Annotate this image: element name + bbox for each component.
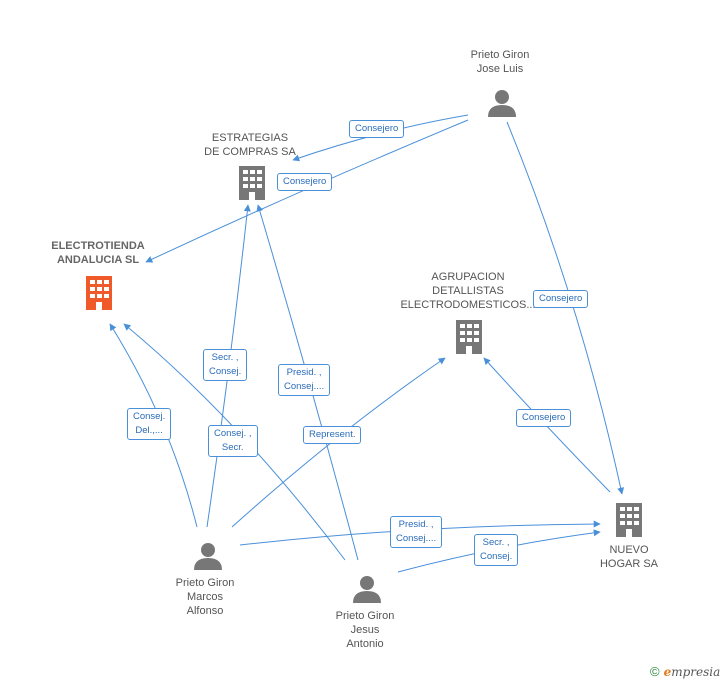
edge-label-line: Consejero (522, 412, 566, 423)
person-icon-jesus[interactable] (353, 576, 381, 603)
node-label-estrategias[interactable]: ESTRATEGIAS DE COMPRAS SA (195, 131, 305, 159)
edge-label-line: Secr. (221, 442, 244, 453)
edge-label-line: Consejero (283, 176, 327, 187)
node-label-line: ESTRATEGIAS (211, 132, 289, 144)
node-label-jesus[interactable]: Prieto Giron Jesus Antonio (315, 609, 415, 651)
edge-label-line: Consejero (355, 123, 399, 134)
node-label-line: ANDALUCIA SL (56, 254, 140, 266)
edge-label-line: Consej.... (396, 533, 437, 544)
edge-label-line: Consej. , (214, 428, 252, 439)
edge-label-jesus-nuevo[interactable]: Secr. , Consej. (474, 534, 519, 566)
node-label-line: Marcos (186, 591, 224, 603)
edges (109, 114, 625, 573)
node-label-line: Jose Luis (476, 63, 524, 75)
logo-rest: mpresia (671, 665, 721, 679)
node-label-line: DETALLISTAS (432, 285, 504, 297)
node-label-line: AGRUPACION (431, 271, 505, 283)
edge-label-jl-estrategias[interactable]: Consejero (349, 120, 405, 138)
edge-label-line: Secr. , (211, 352, 239, 363)
node-label-jose-luis[interactable]: Prieto Giron Jose Luis (450, 48, 550, 76)
edge-label-line: Consej. (209, 366, 242, 377)
node-label-marcos[interactable]: Prieto Giron Marcos Alfonso (155, 576, 255, 618)
edge-label-line: Secr. , (482, 537, 510, 548)
node-label-line: Alfonso (186, 605, 224, 617)
edge-label-line: Consej.... (284, 381, 325, 392)
node-label-line: HOGAR SA (599, 558, 659, 570)
person-icon-jose-luis[interactable] (488, 90, 516, 117)
copyright-symbol: © (650, 664, 660, 679)
node-label-line: NUEVO (609, 544, 649, 556)
edge-label-line: Presid. , (398, 519, 434, 530)
building-icon-electrotienda[interactable] (86, 276, 112, 310)
building-icon-agrupacion[interactable] (456, 320, 482, 354)
edge-label-marcos-electrotienda[interactable]: Consej. Del.,... (127, 408, 172, 440)
node-label-agrupacion[interactable]: AGRUPACION DETALLISTAS ELECTRODOMESTICOS… (398, 270, 538, 312)
edge-label-line: Del.,... (135, 425, 163, 436)
logo-initial: e (663, 665, 672, 679)
node-label-electrotienda[interactable]: ELECTROTIENDA ANDALUCIA SL (40, 239, 156, 267)
edge-label-marcos-nuevo[interactable]: Presid. , Consej.... (390, 516, 443, 548)
node-label-line: ELECTRODOMESTICOS... (400, 299, 536, 311)
edge-label-jesus-estrategias[interactable]: Presid. , Consej.... (278, 364, 331, 396)
edge-label-nuevo-agrupacion[interactable]: Consejero (516, 409, 572, 427)
edge-label-marcos-estrategias[interactable]: Secr. , Consej. (203, 349, 248, 381)
node-label-line: Jesus (350, 624, 380, 636)
node-label-line: Antonio (346, 638, 384, 650)
empresia-watermark: ©empresia (650, 664, 720, 679)
empresia-logo: empresia (664, 665, 721, 679)
node-label-line: ELECTROTIENDA (51, 240, 145, 252)
building-icon-estrategias[interactable] (239, 166, 265, 200)
edge-label-line: Consej. (480, 551, 513, 562)
edge-label-marcos-agrupacion[interactable]: Represent. (303, 426, 362, 444)
edge-label-line: Consej. (133, 411, 166, 422)
node-label-line: Prieto Giron (470, 49, 530, 61)
node-label-line: Prieto Giron (335, 610, 395, 622)
building-icon-nuevo-hogar[interactable] (616, 503, 642, 537)
node-label-line: Prieto Giron (175, 577, 235, 589)
edge-label-line: Presid. , (286, 367, 322, 378)
edge-label-jesus-electrotienda[interactable]: Consej. , Secr. (208, 425, 258, 457)
edge-label-line: Consejero (539, 293, 583, 304)
node-label-line: DE COMPRAS SA (204, 146, 296, 158)
edge-label-line: Represent. (309, 429, 356, 440)
edge-label-jl-nuevo[interactable]: Consejero (533, 290, 589, 308)
node-label-nuevo-hogar[interactable]: NUEVO HOGAR SA (589, 543, 669, 571)
person-icon-marcos[interactable] (194, 543, 222, 570)
edge-label-jl-electrotienda[interactable]: Consejero (277, 173, 333, 191)
